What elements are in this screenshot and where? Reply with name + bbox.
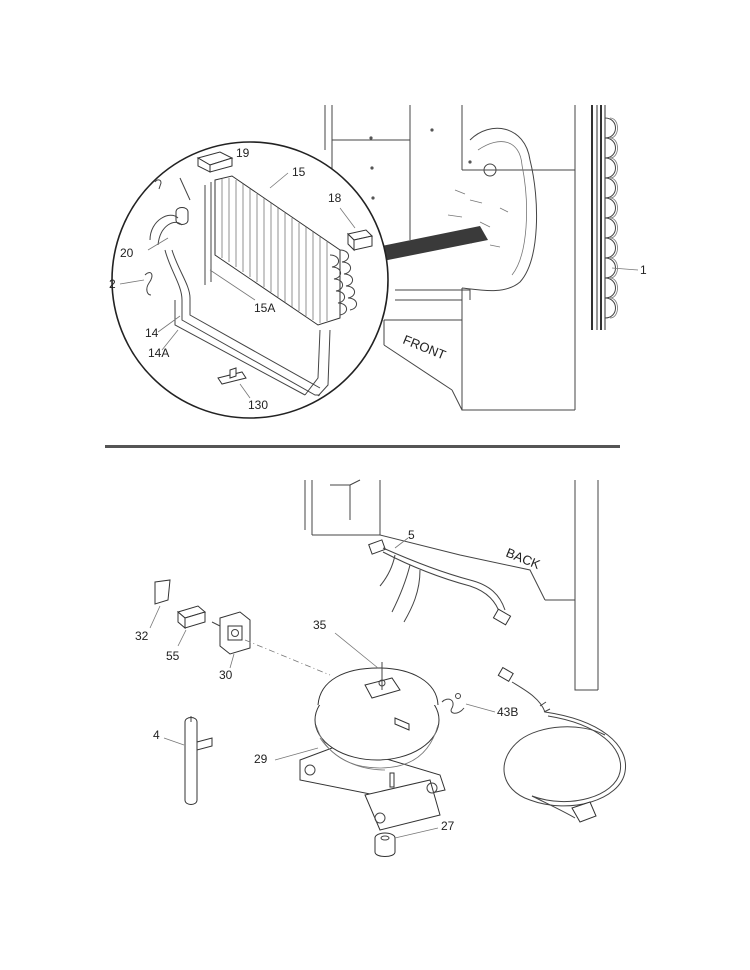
callout-5: 5 <box>408 528 415 542</box>
condenser-coil <box>591 105 639 330</box>
callout-43b: 43B <box>497 705 518 719</box>
callout-35: 35 <box>313 618 327 632</box>
alignment-line <box>244 639 331 676</box>
evaporator-detail-circle: 19 15 18 15A 20 2 <box>109 141 389 419</box>
part-43b <box>441 698 465 714</box>
callout-1: 1 <box>640 263 647 277</box>
compressor <box>299 662 446 831</box>
callout-55: 55 <box>166 649 180 663</box>
part-32 <box>154 579 171 605</box>
cabinet-back: BACK <box>304 479 599 691</box>
callout-30: 30 <box>219 668 233 682</box>
callout-14: 14 <box>145 326 159 340</box>
callout-20: 20 <box>120 246 134 260</box>
part-20 <box>175 207 189 225</box>
callout-2: 2 <box>109 277 116 291</box>
part-4 <box>184 716 213 805</box>
callout-14a: 14A <box>148 346 169 360</box>
callout-130: 130 <box>248 398 268 412</box>
part-27 <box>374 832 396 857</box>
front-label: FRONT <box>401 332 448 363</box>
callout-18: 18 <box>328 191 342 205</box>
callout-27: 27 <box>441 819 455 833</box>
wiring-harness <box>368 537 512 626</box>
power-cord <box>497 666 627 823</box>
callout-29: 29 <box>254 752 268 766</box>
callout-19: 19 <box>236 146 250 160</box>
section-divider <box>105 445 620 448</box>
callout-15a: 15A <box>254 301 275 315</box>
evaporator <box>204 172 357 326</box>
callout-15: 15 <box>292 165 306 179</box>
callout-32: 32 <box>135 629 149 643</box>
callout-4: 4 <box>153 728 160 742</box>
